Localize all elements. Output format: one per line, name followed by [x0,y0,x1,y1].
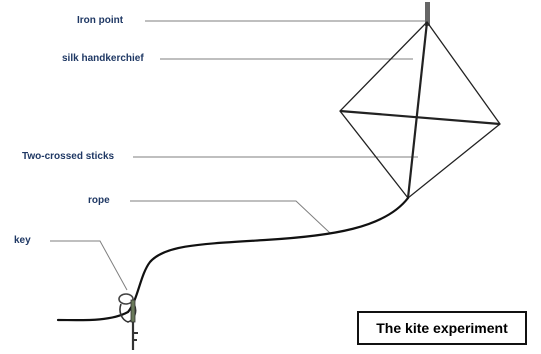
leader-line-key [50,241,127,290]
label-two-crossed-sticks: Two-crossed sticks [22,152,114,162]
kite-stick-vertical [408,22,427,198]
diagram-title: The kite experiment [357,311,527,345]
label-silk-handkerchief: silk handkerchief [62,54,144,64]
leader-line-rope [130,201,330,233]
label-iron-point: Iron point [77,16,123,26]
kite-silk-handkerchief [340,22,500,198]
kite-stick-horizontal [340,111,500,124]
key-icon [119,294,138,350]
label-key: key [14,236,31,246]
label-rope: rope [88,196,110,206]
